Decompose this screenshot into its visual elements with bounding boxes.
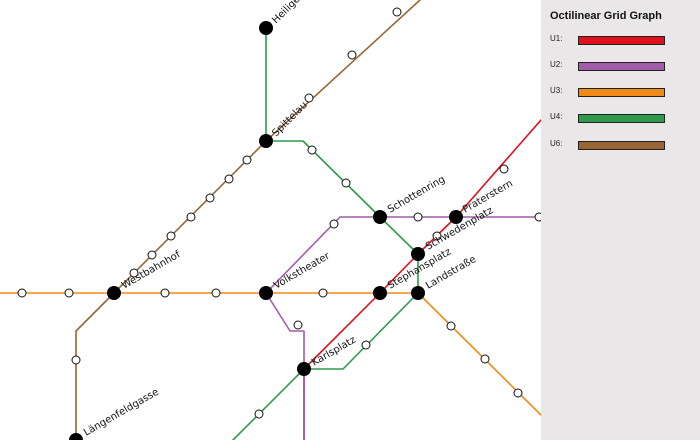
legend-swatch bbox=[578, 36, 665, 45]
line-u6 bbox=[75, 0, 421, 440]
minor-stop bbox=[293, 320, 303, 330]
minor-stop bbox=[166, 231, 176, 241]
minor-stop bbox=[71, 355, 81, 365]
legend-swatch bbox=[578, 114, 665, 123]
legend-title: Octilinear Grid Graph bbox=[550, 10, 662, 22]
minor-stop bbox=[147, 250, 157, 260]
label-laengenfeldgasse: Längenfeldgasse bbox=[82, 387, 161, 439]
minor-stop bbox=[318, 288, 328, 298]
station-praterstern[interactable] bbox=[449, 210, 463, 224]
legend-swatch bbox=[578, 141, 665, 150]
minor-stop bbox=[304, 93, 314, 103]
minor-stop bbox=[329, 219, 339, 229]
station-laengenfeldgasse[interactable] bbox=[69, 433, 83, 440]
legend-item-u3: U3: bbox=[550, 86, 690, 100]
minor-stop bbox=[129, 268, 139, 278]
station-stephansplatz[interactable] bbox=[373, 286, 387, 300]
legend-item-u2: U2: bbox=[550, 60, 690, 74]
legend-swatch bbox=[578, 62, 665, 71]
station-landstrasse[interactable] bbox=[411, 286, 425, 300]
label-spittelau: Spittelau bbox=[270, 100, 309, 139]
legend-panel: Octilinear Grid Graph U1: U2: U3: U4: U6… bbox=[541, 0, 700, 440]
label-schottenring: Schottenring bbox=[386, 174, 447, 216]
station-schwedenplatz[interactable] bbox=[411, 247, 425, 261]
minor-stop bbox=[392, 7, 402, 17]
legend-item-label: U1: bbox=[550, 34, 563, 43]
minor-stop bbox=[499, 164, 509, 174]
line-u3 bbox=[0, 292, 541, 416]
minor-stop bbox=[17, 288, 27, 298]
station-heiligenstadt[interactable] bbox=[259, 21, 273, 35]
legend-item-label: U4: bbox=[550, 112, 563, 121]
legend-item-label: U3: bbox=[550, 86, 563, 95]
legend-item-label: U6: bbox=[550, 139, 563, 148]
minor-stop bbox=[413, 212, 423, 222]
minor-stop bbox=[347, 50, 357, 60]
station-volkstheater[interactable] bbox=[259, 286, 273, 300]
label-heiligenstadt: Heiligenstadt bbox=[270, 0, 325, 26]
minor-stop bbox=[341, 178, 351, 188]
minor-stop bbox=[211, 288, 221, 298]
legend-item-u6: U6: bbox=[550, 139, 690, 153]
station-westbahnhof[interactable] bbox=[107, 286, 121, 300]
minor-stop bbox=[361, 340, 371, 350]
minor-stop bbox=[254, 409, 264, 419]
station-karlsplatz[interactable] bbox=[297, 362, 311, 376]
network-map: Heiligenstadt Spittelau Westbahnhof Volk… bbox=[0, 0, 541, 440]
minor-stop bbox=[242, 155, 252, 165]
line-u2 bbox=[265, 216, 541, 440]
minor-stop bbox=[205, 193, 215, 203]
station-spittelau[interactable] bbox=[259, 134, 273, 148]
minor-stop bbox=[64, 288, 74, 298]
minor-stop bbox=[186, 212, 196, 222]
legend-swatch bbox=[578, 88, 665, 97]
line-u4 bbox=[232, 27, 419, 440]
minor-stop bbox=[307, 145, 317, 155]
minor-stop bbox=[534, 212, 541, 222]
minor-stop bbox=[224, 174, 234, 184]
minor-stop bbox=[160, 288, 170, 298]
minor-stop bbox=[446, 321, 456, 331]
legend-item-u1: U1: bbox=[550, 34, 690, 48]
legend-item-label: U2: bbox=[550, 60, 563, 69]
station-schottenring[interactable] bbox=[373, 210, 387, 224]
minor-stop bbox=[432, 231, 442, 241]
minor-stop bbox=[480, 354, 490, 364]
legend-item-u4: U4: bbox=[550, 112, 690, 126]
minor-stop bbox=[513, 388, 523, 398]
